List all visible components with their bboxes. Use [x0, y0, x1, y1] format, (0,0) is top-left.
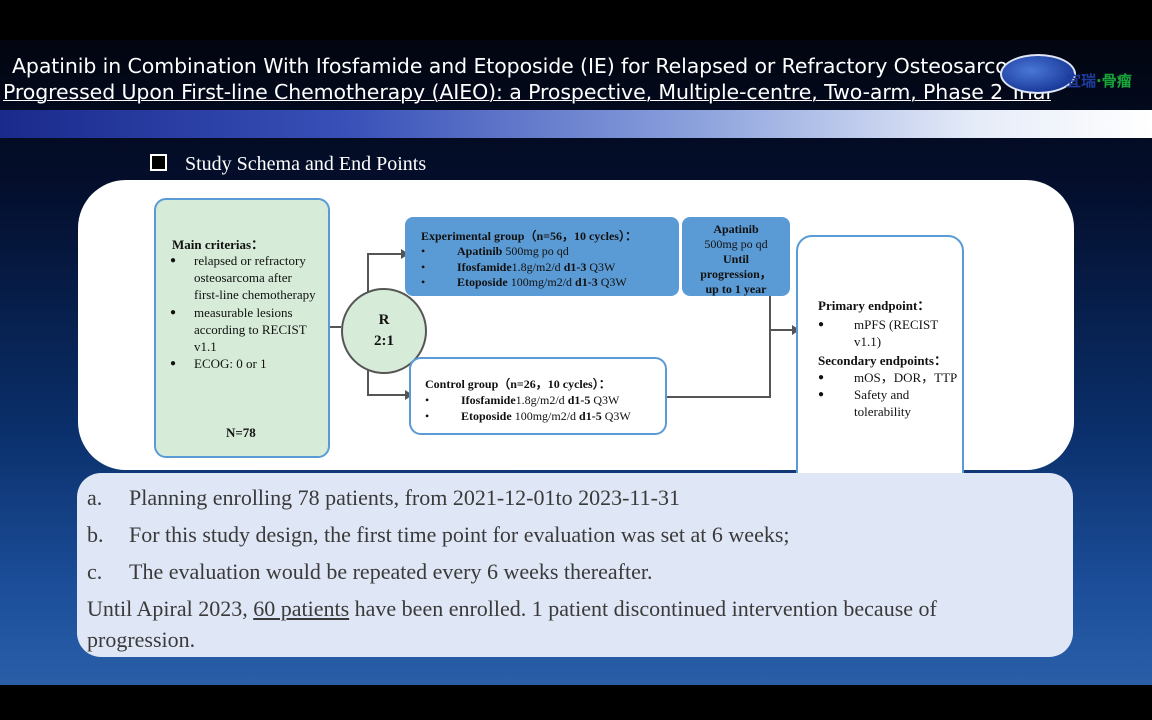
title-line-2: Progressed Upon First-line Chemotherapy … — [3, 80, 1051, 104]
endpoints-content: Primary endpoint： mPFS (RECIST v1.1) Sec… — [818, 297, 958, 420]
logo-text: 宜瑞·骨瘤 — [1066, 72, 1132, 90]
experimental-group-box: Experimental group（n=56，10 cycles）： Apat… — [405, 217, 679, 296]
drug-row: Etoposide 100mg/m2/d d1-3 Q3W — [421, 275, 627, 291]
slide: Apatinib in Combination With Ifosfamide … — [0, 40, 1152, 685]
section-heading-text: Study Schema and End Points — [185, 153, 427, 175]
note-a: a.Planning enrolling 78 patients, from 2… — [87, 485, 680, 510]
logo: 宜瑞·骨瘤 — [1000, 54, 1150, 98]
control-heading: Control group（n=26，10 cycles）： — [425, 377, 611, 391]
note-enrollment: Until Apiral 2023, 60 patients have been… — [87, 596, 937, 621]
criteria-item: ECOG: 0 or 1 — [170, 355, 318, 372]
criteria-box: Main criterias： relapsed or refractory o… — [154, 198, 330, 458]
secondary-endpoint-heading: Secondary endpoints： — [818, 353, 947, 368]
notes-panel: a.Planning enrolling 78 patients, from 2… — [77, 473, 1073, 657]
note-b: b.For this study design, the first time … — [87, 522, 790, 547]
slide-title: Apatinib in Combination With Ifosfamide … — [0, 50, 1152, 138]
checkbox-bullet-icon — [150, 154, 167, 171]
control-group-box: Control group（n=26，10 cycles）： Ifosfamid… — [409, 357, 667, 435]
logo-emblem-icon — [1000, 54, 1076, 94]
note-c: c.The evaluation would be repeated every… — [87, 559, 653, 584]
note-enrollment-cont: progression. — [87, 627, 196, 652]
drug-row: Ifosfamide1.8g/m2/d d1-5 Q3W — [425, 393, 631, 409]
endpoints-box: Primary endpoint： mPFS (RECIST v1.1) Sec… — [796, 235, 964, 505]
randomization-ratio: 2:1 — [374, 333, 394, 349]
randomization-label: R — [378, 312, 390, 328]
experimental-drug-list: Apatinib 500mg po qd Ifosfamide1.8g/m2/d… — [421, 244, 627, 291]
drug-row: Ifosfamide1.8g/m2/d d1-3 Q3W — [421, 260, 627, 276]
drug-row: Etoposide 100mg/m2/d d1-5 Q3W — [425, 409, 631, 425]
primary-endpoint-heading: Primary endpoint： — [818, 298, 931, 313]
maintenance-until: up to 1 year — [705, 282, 767, 296]
title-gradient-bar — [0, 110, 1152, 138]
maintenance-drug: Apatinib — [713, 222, 759, 236]
experimental-heading: Experimental group（n=56，10 cycles）： — [421, 229, 637, 243]
secondary-endpoint-item: mOS，DOR，TTP — [818, 369, 958, 386]
criteria-item: measurable lesions according to RECIST v… — [170, 304, 318, 356]
title-line-1: Apatinib in Combination With Ifosfamide … — [12, 54, 1041, 78]
section-heading: Study Schema and End Points — [150, 153, 426, 176]
enrolled-count: 60 patients — [253, 596, 350, 621]
maintenance-dose: 500mg po qd — [704, 237, 768, 251]
criteria-heading: Main criterias： — [172, 237, 265, 252]
study-schema: Main criterias： relapsed or refractory o… — [78, 180, 1074, 505]
criteria-item: relapsed or refractory osteosarcoma afte… — [170, 252, 318, 304]
maintenance-box: Apatinib 500mg po qd Until progression， … — [682, 217, 790, 296]
maintenance-until: progression， — [700, 267, 772, 281]
secondary-endpoint-item: Safety and tolerability — [818, 386, 958, 420]
criteria-list: relapsed or refractory osteosarcoma afte… — [170, 252, 318, 373]
maintenance-until: Until — [722, 252, 749, 266]
control-drug-list: Ifosfamide1.8g/m2/d d1-5 Q3W Etoposide 1… — [425, 393, 631, 424]
drug-row: Apatinib 500mg po qd — [421, 244, 627, 260]
criteria-total: N=78 — [226, 425, 256, 440]
primary-endpoint-item: mPFS (RECIST v1.1) — [818, 316, 958, 350]
